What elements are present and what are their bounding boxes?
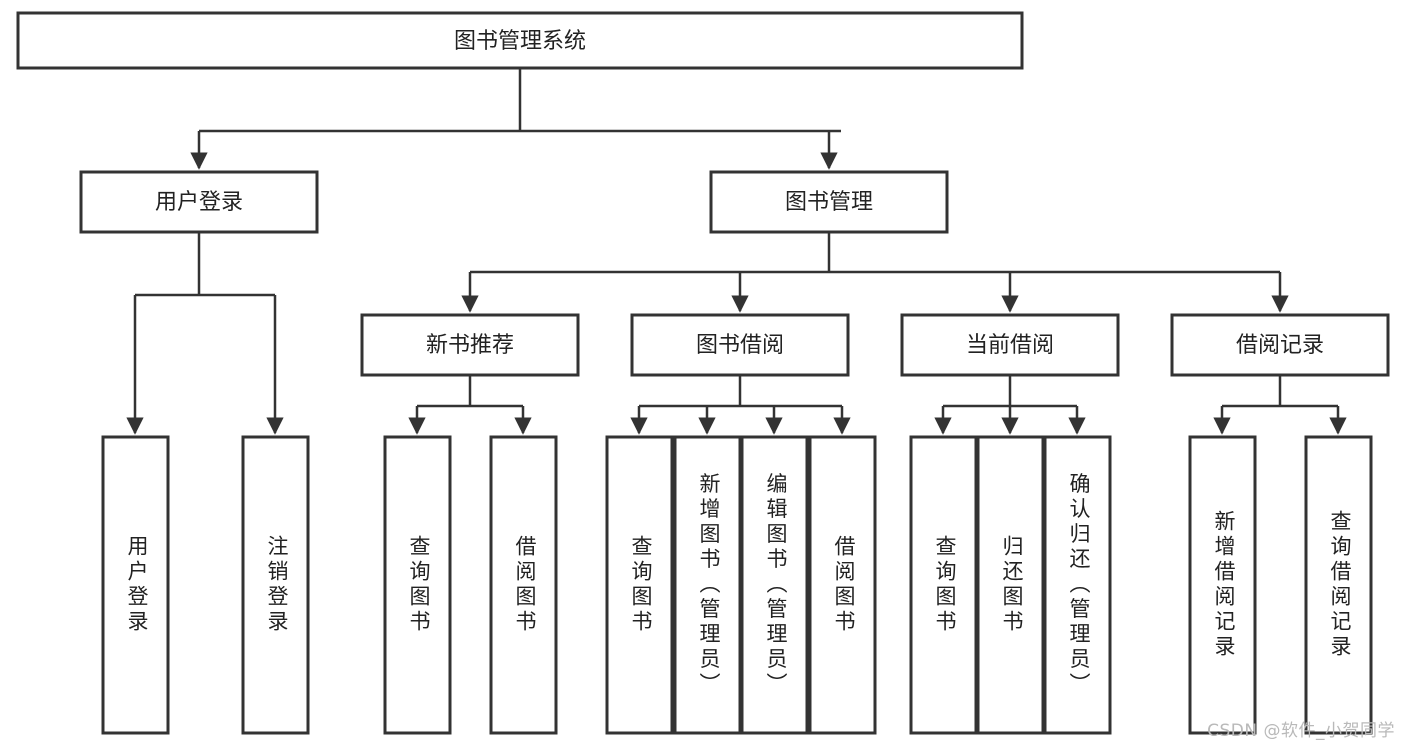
node-leaf-add-book[interactable]: 新增图书（管理员）: [673, 435, 742, 735]
node-new-book-recommend-box[interactable]: [360, 313, 580, 377]
node-leaf-query-book-1[interactable]: 查询图书: [383, 435, 452, 735]
node-root-box[interactable]: [16, 11, 1024, 70]
node-leaf-borrow-book-1-label: 借阅图书: [513, 535, 537, 635]
node-leaf-user-logout-label: 注销登录: [265, 535, 289, 635]
edge-group-new-book-recommend: [408, 375, 532, 435]
edge-group-book-borrow: [630, 375, 851, 435]
node-user-login[interactable]: 用户登录: [79, 170, 319, 234]
edge-group-current-borrow: [934, 375, 1086, 435]
node-root-label: 图书管理系统: [454, 29, 586, 54]
edge-group-root: [190, 68, 841, 170]
node-borrow-record-box[interactable]: [1170, 313, 1390, 377]
node-leaf-borrow-book-1[interactable]: 借阅图书: [489, 435, 558, 735]
edge-group-borrow-record: [1213, 375, 1347, 435]
node-leaf-edit-book[interactable]: 编辑图书（管理员）: [740, 435, 809, 735]
csdn-watermark: CSDN @软件_小贺同学: [1207, 721, 1395, 741]
node-user-login-box[interactable]: [79, 170, 319, 234]
node-new-book-recommend-label: 新书推荐: [426, 333, 514, 358]
node-book-manage-label: 图书管理: [785, 190, 873, 215]
node-leaf-borrow-book-2[interactable]: 借阅图书: [808, 435, 877, 735]
node-book-manage-box[interactable]: [709, 170, 949, 234]
node-leaf-add-record-label: 新增借阅记录: [1212, 510, 1236, 660]
node-leaf-return-book-box[interactable]: [976, 435, 1045, 735]
node-book-borrow-label: 图书借阅: [696, 333, 784, 358]
node-leaf-borrow-book-1-box[interactable]: [489, 435, 558, 735]
node-current-borrow-label: 当前借阅: [966, 333, 1054, 358]
node-leaf-add-record[interactable]: 新增借阅记录: [1188, 435, 1257, 735]
node-leaf-query-record[interactable]: 查询借阅记录: [1304, 435, 1373, 735]
node-leaf-query-book-2-label: 查询图书: [629, 535, 653, 635]
node-leaf-user-login-box[interactable]: [101, 435, 170, 735]
node-borrow-record[interactable]: 借阅记录: [1170, 313, 1390, 377]
node-leaf-return-book[interactable]: 归还图书: [976, 435, 1045, 735]
node-new-book-recommend[interactable]: 新书推荐: [360, 313, 580, 377]
node-leaf-user-login-label: 用户登录: [125, 535, 149, 635]
node-leaf-add-book-box[interactable]: [673, 435, 742, 735]
node-leaf-query-record-box[interactable]: [1304, 435, 1373, 735]
node-leaf-query-book-3[interactable]: 查询图书: [909, 435, 978, 735]
node-leaf-query-book-3-label: 查询图书: [933, 535, 957, 635]
node-leaf-user-login[interactable]: 用户登录: [101, 435, 170, 735]
edge-group-book-manage: [461, 232, 1289, 313]
node-book-borrow-box[interactable]: [630, 313, 850, 377]
edge-group-user-login: [126, 232, 284, 435]
node-leaf-confirm-return-label: 确认归还（管理员）: [1067, 473, 1091, 698]
node-borrow-record-label: 借阅记录: [1236, 333, 1324, 358]
node-leaf-edit-book-box[interactable]: [740, 435, 809, 735]
node-leaf-query-book-1-label: 查询图书: [407, 535, 431, 635]
node-current-borrow[interactable]: 当前借阅: [900, 313, 1120, 377]
node-current-borrow-box[interactable]: [900, 313, 1120, 377]
node-leaf-edit-book-label: 编辑图书（管理员）: [764, 473, 788, 698]
node-leaf-confirm-return-box[interactable]: [1043, 435, 1112, 735]
node-user-login-label: 用户登录: [155, 190, 243, 215]
node-leaf-query-book-2[interactable]: 查询图书: [605, 435, 674, 735]
node-leaf-query-book-1-box[interactable]: [383, 435, 452, 735]
node-book-borrow[interactable]: 图书借阅: [630, 313, 850, 377]
node-leaf-return-book-label: 归还图书: [1000, 535, 1024, 635]
node-leaf-borrow-book-2-label: 借阅图书: [832, 535, 856, 635]
node-leaf-add-book-label: 新增图书（管理员）: [697, 473, 721, 698]
node-leaf-user-logout-box[interactable]: [241, 435, 310, 735]
node-leaf-query-book-3-box[interactable]: [909, 435, 978, 735]
node-leaf-confirm-return[interactable]: 确认归还（管理员）: [1043, 435, 1112, 735]
node-leaf-query-book-2-box[interactable]: [605, 435, 674, 735]
node-leaf-add-record-box[interactable]: [1188, 435, 1257, 735]
node-leaf-query-record-label: 查询借阅记录: [1328, 510, 1352, 660]
node-leaf-borrow-book-2-box[interactable]: [808, 435, 877, 735]
node-book-manage[interactable]: 图书管理: [709, 170, 949, 234]
node-root[interactable]: 图书管理系统: [16, 11, 1024, 70]
node-leaf-user-logout[interactable]: 注销登录: [241, 435, 310, 735]
